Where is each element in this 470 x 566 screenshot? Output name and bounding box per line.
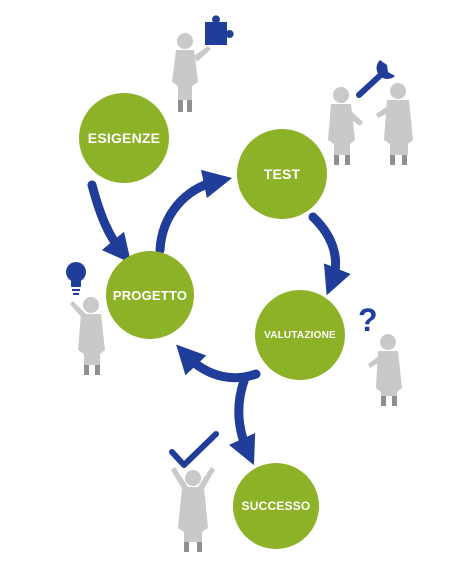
node-valutazione: VALUTAZIONE — [255, 290, 345, 380]
node-valutazione-label: VALUTAZIONE — [264, 329, 336, 341]
node-progetto-label: PROGETTO — [112, 287, 188, 303]
person-celebrating — [171, 467, 215, 552]
node-esigenze: ESIGENZE — [79, 93, 169, 183]
question-mark-icon: ? — [358, 302, 378, 338]
node-progetto: PROGETTO — [106, 251, 194, 339]
arrow-progetto-to-test — [155, 169, 233, 255]
checkmark-icon — [169, 431, 219, 468]
person-with-puzzle — [172, 33, 211, 112]
node-test: TEST — [237, 129, 327, 219]
person-with-question — [368, 334, 402, 406]
person-pair-with-wrench — [328, 83, 413, 165]
wrench-icon — [356, 60, 395, 98]
node-esigenze-label: ESIGENZE — [87, 130, 161, 146]
arrow-valutazione-to-successo — [228, 373, 256, 466]
arrow-test-to-valutazione — [308, 212, 351, 296]
node-successo: SUCCESSO — [233, 463, 319, 549]
node-successo-label: SUCCESSO — [241, 499, 311, 513]
puzzle-piece-icon — [205, 15, 234, 45]
arrow-esigenze-to-progetto — [87, 180, 132, 264]
person-with-lightbulb — [70, 297, 105, 375]
node-test-label: TEST — [263, 166, 301, 182]
lightbulb-icon — [66, 262, 86, 295]
